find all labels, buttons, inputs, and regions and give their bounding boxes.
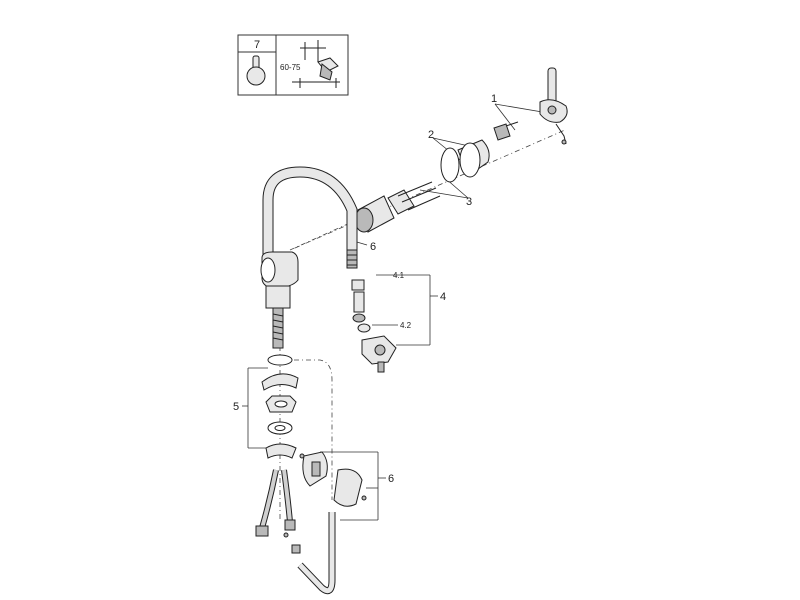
hose-weight-bracket-part-6	[299, 451, 367, 507]
mounting-kit-part-5	[261, 354, 299, 459]
callout-4-1: 4.1	[393, 271, 405, 280]
inset-box-part-7: 7 60-75	[237, 34, 349, 96]
inset-number: 7	[254, 39, 260, 51]
callout-2: 2	[428, 129, 434, 141]
callout-6-bracket: 6	[388, 473, 394, 485]
lower-hose-loop	[297, 512, 336, 595]
callout-5: 5	[233, 401, 239, 413]
pullout-hose-end-part-6	[346, 249, 358, 269]
supply-hoses	[255, 469, 301, 554]
callout-labels: 1 2 3 6 4.1 4 4.2 5 6	[233, 93, 497, 485]
assembly-axis-lines	[270, 129, 566, 520]
inset-dimension: 60-75	[280, 63, 301, 72]
callout-6-hose: 6	[370, 241, 376, 253]
cover-sleeve-part-2	[440, 139, 490, 183]
faucet-body	[260, 166, 358, 349]
lever-handle-part-1	[539, 67, 568, 145]
callout-3: 3	[466, 196, 472, 208]
cartridge-part-3	[354, 181, 441, 233]
adapter-screw	[493, 121, 519, 141]
callout-4: 4	[440, 291, 446, 303]
lever-handle-icon	[246, 55, 266, 86]
callout-4-2: 4.2	[400, 321, 412, 330]
mounting-detail-icon	[292, 40, 340, 88]
hose-connector-part-4	[351, 279, 397, 373]
callout-1: 1	[491, 93, 497, 105]
leader-lines	[242, 103, 561, 521]
